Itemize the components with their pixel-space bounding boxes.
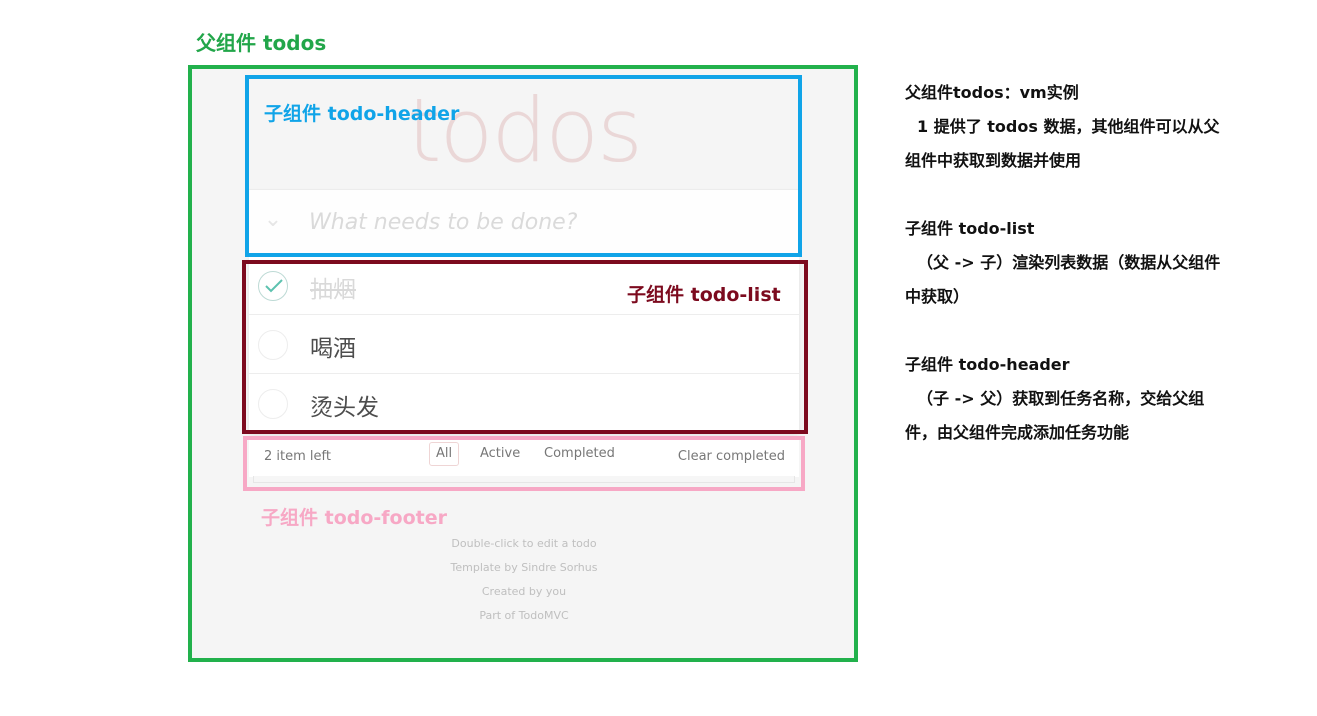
clear-completed-button[interactable]: Clear completed	[677, 449, 785, 464]
todo-app: todos ⌄ 抽烟 喝酒 烫头发 2 item left All Active…	[249, 77, 799, 483]
note-line: 中获取）	[905, 287, 970, 306]
note-line: 组件中获取到数据并使用	[905, 151, 1082, 170]
parent-component-label: 父组件 todos	[196, 31, 327, 55]
new-todo-input[interactable]	[309, 204, 779, 240]
todo-title: 抽烟	[310, 277, 356, 303]
todo-item[interactable]: 喝酒	[249, 315, 799, 374]
explanation-notes: 父组件todos：vm实例 1 提供了 todos 数据，其他组件可以从父 组件…	[905, 76, 1295, 484]
filter-all[interactable]: All	[429, 442, 460, 466]
info-line[interactable]: Template by Sindre Sorhus	[450, 561, 598, 574]
todo-header-annotation-box	[245, 75, 802, 257]
todo-toggle-checkbox[interactable]	[258, 330, 288, 360]
toggle-all-chevron-icon[interactable]: ⌄	[263, 207, 283, 232]
info-footer: Double-click to edit a todo Template by …	[249, 536, 799, 632]
app-header: todos	[249, 77, 799, 189]
note-line: （父 -> 子）渲染列表数据（数据从父组件	[917, 253, 1221, 272]
note-line: 子组件 todo-header	[905, 355, 1070, 374]
info-line: Created by you	[481, 585, 567, 598]
check-icon	[265, 279, 283, 293]
note-block: 子组件 todo-header （子 -> 父）获取到任务名称，交给父组 件，由…	[905, 348, 1295, 450]
todo-list-annotation-box	[242, 260, 808, 434]
filter-active[interactable]: Active	[480, 446, 521, 461]
todo-list: 抽烟 喝酒 烫头发	[249, 256, 799, 433]
filter-completed[interactable]: Completed	[544, 446, 615, 461]
note-line: 子组件 todo-list	[905, 219, 1035, 238]
todo-toggle-checkbox[interactable]	[258, 389, 288, 419]
todo-item[interactable]: 烫头发	[249, 374, 799, 433]
todo-footer-annotation-box	[243, 436, 805, 491]
todo-list-label: 子组件 todo-list	[627, 284, 781, 306]
note-line: （子 -> 父）获取到任务名称，交给父组	[917, 389, 1205, 408]
note-line: 1 提供了 todos 数据，其他组件可以从父	[917, 117, 1220, 136]
todo-title: 喝酒	[310, 336, 356, 362]
todo-toggle-checkbox[interactable]	[258, 271, 288, 301]
info-line[interactable]: Part of TodoMVC	[479, 609, 569, 622]
note-line: 父组件todos：vm实例	[905, 83, 1079, 102]
new-todo-row: ⌄	[249, 189, 799, 253]
todo-footer: 2 item left All Active Completed Clear c…	[249, 437, 799, 483]
todo-header-label: 子组件 todo-header	[264, 103, 460, 125]
note-line: 件，由父组件完成添加任务功能	[905, 423, 1130, 442]
info-line: Double-click to edit a todo	[451, 537, 597, 550]
items-left-count: 2 item left	[264, 449, 331, 464]
todo-item[interactable]: 抽烟	[249, 256, 799, 315]
app-title: todos	[407, 79, 643, 182]
todo-title: 烫头发	[310, 395, 379, 421]
note-block: 父组件todos：vm实例 1 提供了 todos 数据，其他组件可以从父 组件…	[905, 76, 1295, 178]
note-block: 子组件 todo-list （父 -> 子）渲染列表数据（数据从父组件 中获取）	[905, 212, 1295, 314]
todo-footer-label: 子组件 todo-footer	[261, 507, 448, 529]
